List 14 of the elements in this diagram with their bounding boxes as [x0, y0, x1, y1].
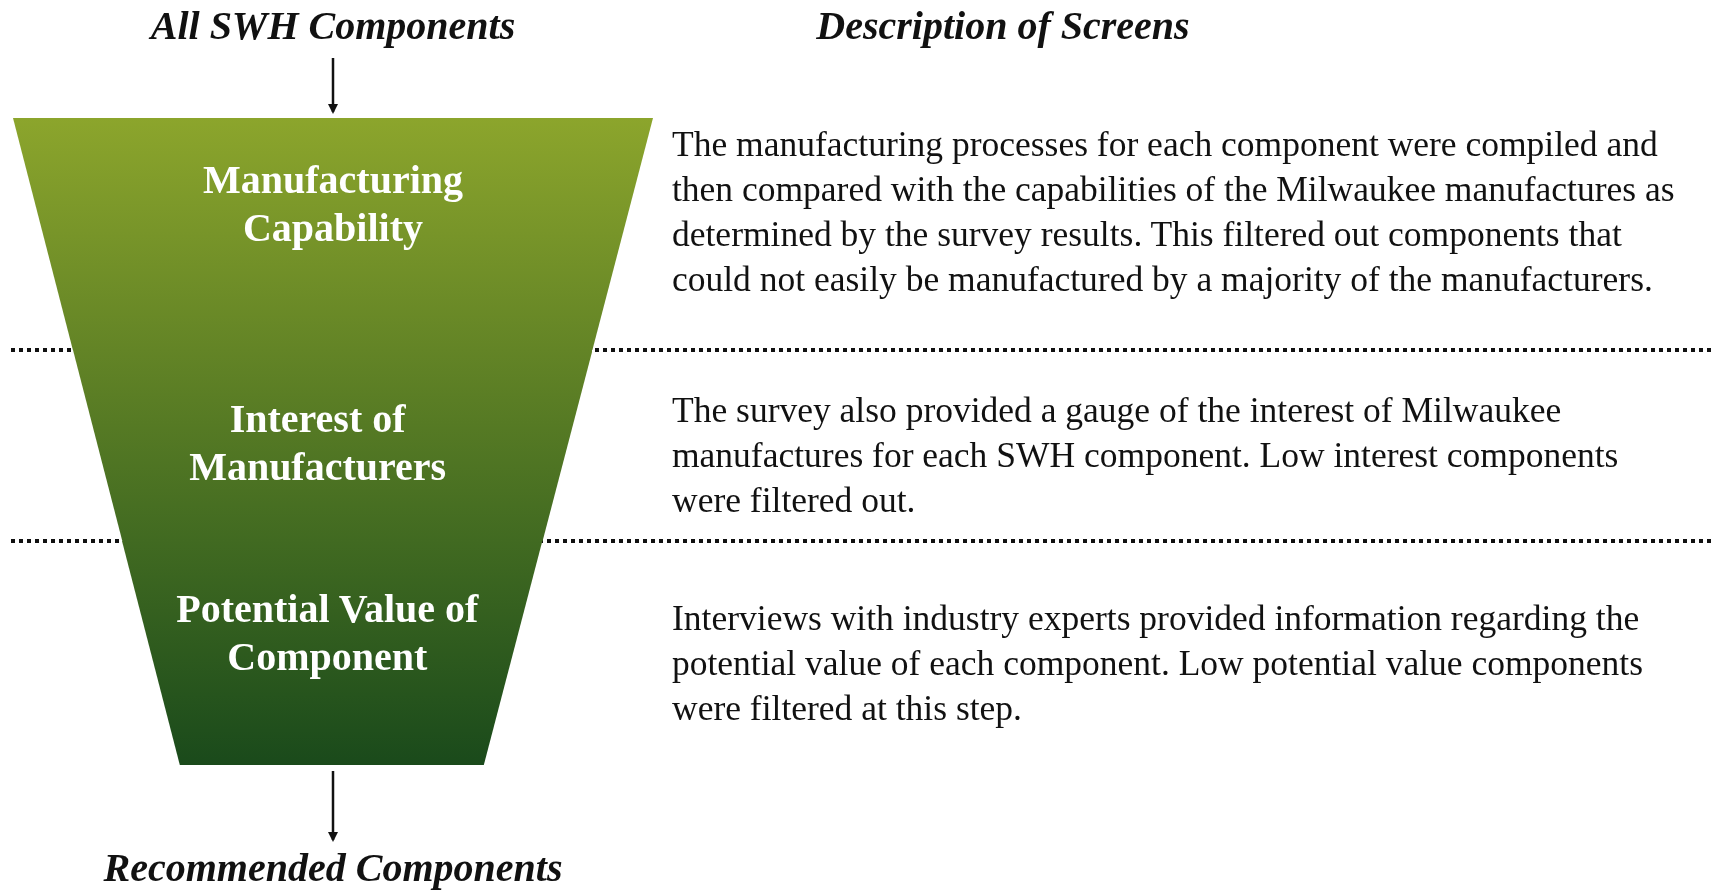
- arrow: [328, 771, 338, 842]
- column-heading: Description of Screens: [816, 4, 1190, 48]
- description-text: The survey also provided a gauge of the interest of Milwaukee manufactures for each SWH component. Low interest components were filtered out.: [672, 389, 1620, 522]
- description-text: Interviews with industry experts provided information regarding the potential value of each component. Low potential value components were filtered at this step.: [672, 597, 1644, 730]
- funnel-band: [72, 350, 593, 541]
- arrow: [328, 58, 338, 114]
- band-label: Interest of Manufacturers: [188, 394, 448, 491]
- column-heading: All SWH Components: [150, 4, 516, 48]
- funnel-band: [13, 118, 653, 350]
- band-label: Manufacturing Capability: [202, 156, 464, 252]
- description-text: The manufacturing processes for each component were compiled and then compared with the capabilities of the Milwaukee manufactures as determined by the survey results. This filtered out components that could not easily be manufactured by a majority of the manufacturers.: [672, 123, 1676, 301]
- funnel-band: [122, 541, 543, 765]
- column-heading: Recommended Components: [103, 846, 563, 890]
- band-label: Potential Value of Component: [175, 585, 480, 681]
